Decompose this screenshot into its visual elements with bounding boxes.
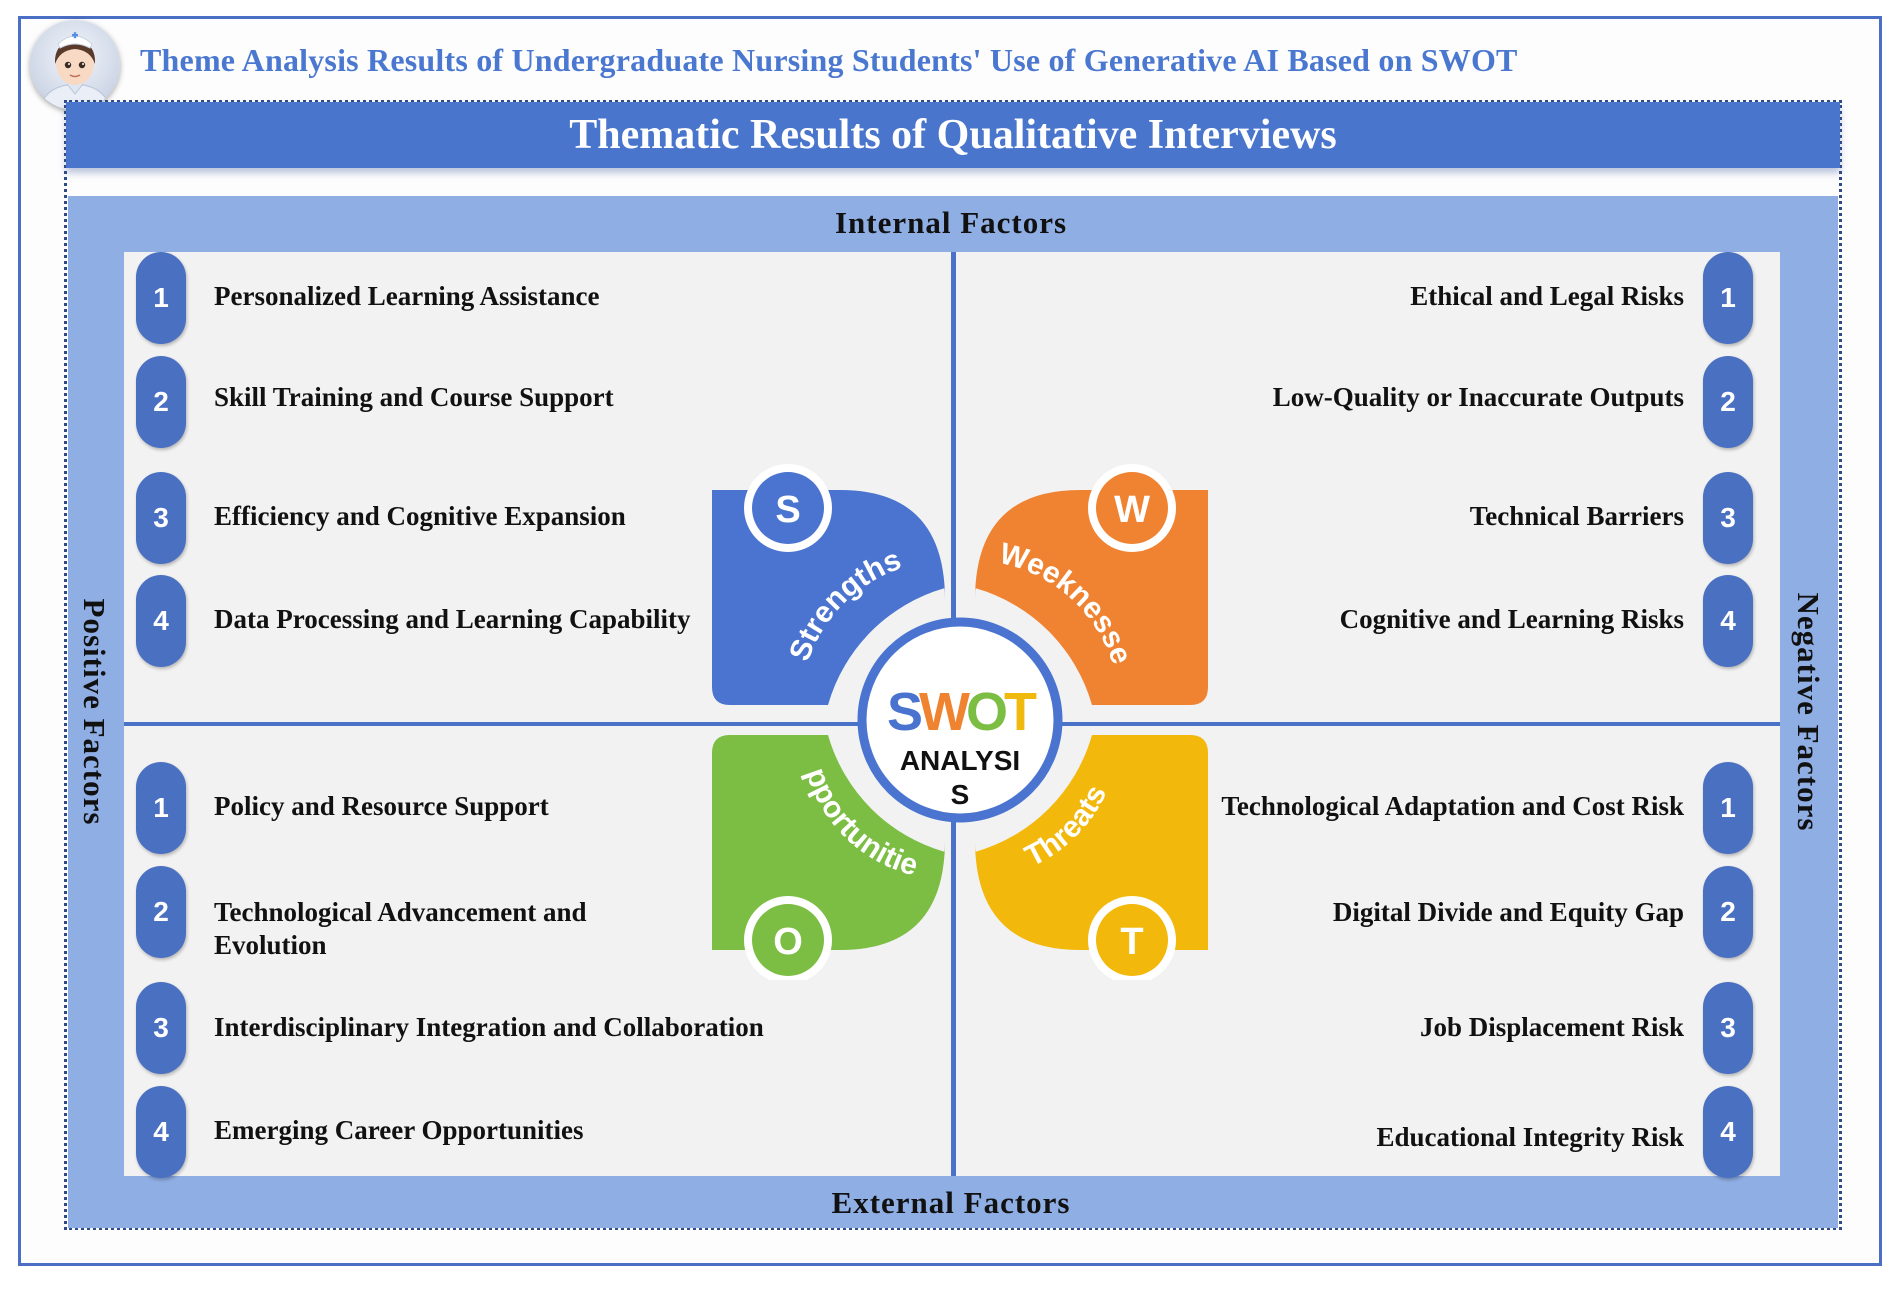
weakness-number-badge: 3 xyxy=(1703,472,1753,564)
threats-petal xyxy=(975,735,1208,950)
swot-graphic: S W O T Strengths Weeknesses Opportuniti… xyxy=(700,460,1208,980)
threat-item: Educational Integrity Risk xyxy=(1376,1122,1684,1152)
opportunities-petal xyxy=(712,735,945,950)
weakness-number-badge: 1 xyxy=(1703,252,1753,344)
strength-item: Data Processing and Learning Capability xyxy=(214,604,691,634)
strength-item: Efficiency and Cognitive Expansion xyxy=(214,501,626,531)
threats-letter: T xyxy=(1120,921,1143,963)
strength-number-badge: 2 xyxy=(136,356,186,448)
analysis-text-line1: ANALYSI xyxy=(900,745,1020,776)
opportunity-item: Policy and Resource Support xyxy=(214,791,549,821)
analysis-text-line2: S xyxy=(951,779,970,810)
opportunity-number-badge: 1 xyxy=(136,762,186,854)
threat-number-badge: 3 xyxy=(1703,982,1753,1074)
opportunity-item: Emerging Career Opportunities xyxy=(214,1115,584,1145)
weakness-item: Cognitive and Learning Risks xyxy=(1339,604,1684,634)
strength-number-badge: 1 xyxy=(136,252,186,344)
weaknesses-letter-circle xyxy=(1096,472,1168,544)
swot-letter-w: W xyxy=(919,682,970,742)
weakness-item: Ethical and Legal Risks xyxy=(1410,281,1684,311)
opportunities-letter: O xyxy=(773,921,803,963)
swot-letter-s: S xyxy=(887,682,921,742)
opportunities-letter-circle xyxy=(752,904,824,976)
weaknesses-letter: W xyxy=(1114,489,1150,531)
opportunity-item: Interdisciplinary Integration and Collab… xyxy=(214,1012,764,1042)
opportunity-number-badge: 2 xyxy=(136,866,186,958)
strength-number-badge: 4 xyxy=(136,575,186,667)
weakness-number-badge: 4 xyxy=(1703,575,1753,667)
swot-wordmark: SWOT xyxy=(887,682,1037,742)
strength-number-badge: 3 xyxy=(136,472,186,564)
threat-item: Digital Divide and Equity Gap xyxy=(1332,897,1684,927)
weakness-item: Technical Barriers xyxy=(1469,501,1684,531)
dotted-frame xyxy=(64,100,1842,1230)
strengths-letter-circle xyxy=(752,472,824,544)
header-bar: Thematic Results of Qualitative Intervie… xyxy=(66,102,1840,168)
swot-letter-o: O xyxy=(966,682,1006,742)
threat-number-badge: 2 xyxy=(1703,866,1753,958)
opportunity-number-badge: 4 xyxy=(136,1086,186,1178)
weakness-item: Low-Quality or Inaccurate Outputs xyxy=(1272,382,1684,412)
external-factors-label: External Factors xyxy=(831,1185,1071,1220)
threat-item: Job Displacement Risk xyxy=(1419,1012,1684,1042)
threat-item: Technological Adaptation and Cost Risk xyxy=(1221,791,1684,821)
nurse-avatar xyxy=(30,20,120,110)
positive-factors-label: Positive Factors xyxy=(77,598,112,826)
threats-letter-circle xyxy=(1096,904,1168,976)
page-title: Theme Analysis Results of Undergraduate … xyxy=(140,42,1518,78)
strength-item: Personalized Learning Assistance xyxy=(214,281,600,311)
internal-factors-label: Internal Factors xyxy=(834,205,1068,240)
negative-factors-label: Negative Factors xyxy=(1791,592,1826,832)
strengths-letter: S xyxy=(775,489,800,531)
threat-number-badge: 1 xyxy=(1703,762,1753,854)
opportunity-number-badge: 3 xyxy=(136,982,186,1074)
swot-letter-t: T xyxy=(1004,682,1037,742)
strength-item: Skill Training and Course Support xyxy=(214,382,614,412)
threat-number-badge: 4 xyxy=(1703,1086,1753,1178)
opportunity-item: Technological Advancement and Evolution xyxy=(214,897,587,960)
swot-center-circle xyxy=(857,617,1063,823)
weakness-number-badge: 2 xyxy=(1703,356,1753,448)
